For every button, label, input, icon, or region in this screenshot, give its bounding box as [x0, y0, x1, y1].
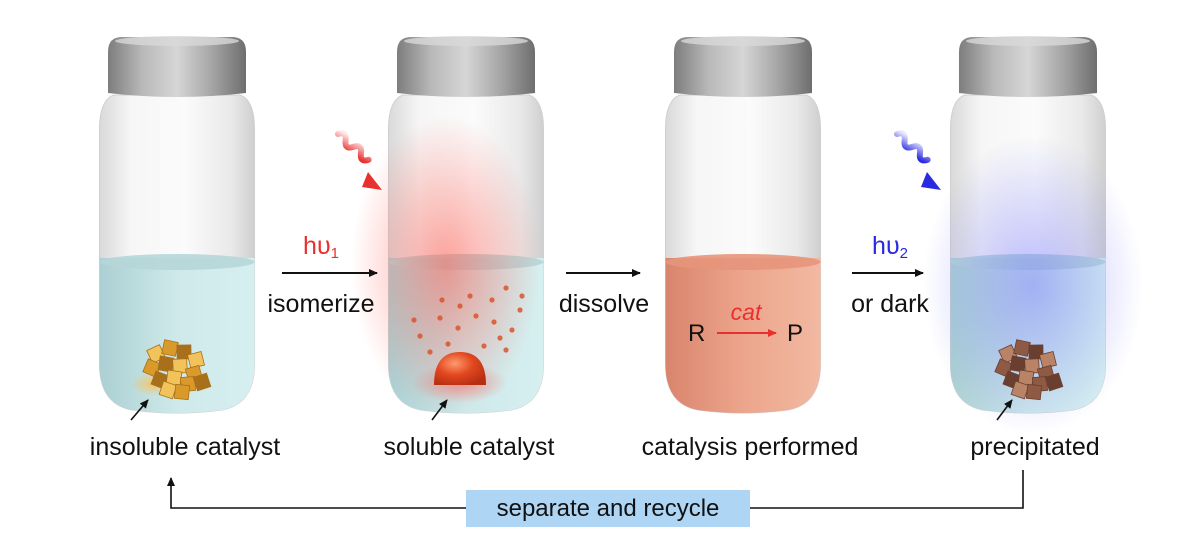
recycle-label: separate and recycle — [466, 490, 750, 527]
vial-cap-icon — [674, 36, 812, 97]
step-3-subscript: 2 — [899, 245, 908, 262]
step-1-subscript: 1 — [330, 245, 339, 262]
vial-2-caption: soluble catalyst — [383, 433, 555, 461]
recycle-loop-line — [750, 470, 1024, 509]
vials-layer — [99, 36, 1143, 435]
catalyst-crystal-icon — [411, 285, 525, 403]
wavy-light-arrow-icon — [335, 130, 382, 190]
wavy-light-arrow-icon — [894, 130, 941, 190]
step-1-light: hυ1 — [303, 232, 339, 262]
vial-icon — [351, 36, 544, 415]
step-3-symbol: hυ — [872, 232, 900, 260]
recycle-loop-line — [167, 477, 466, 509]
vial-icon — [665, 36, 821, 414]
vial-cap-icon — [959, 36, 1097, 97]
reaction-product: P — [787, 320, 804, 347]
step-1-symbol: hυ — [303, 232, 331, 260]
vial-icon — [923, 36, 1143, 435]
reaction-reactant: R — [688, 320, 706, 347]
vial-cap-icon — [397, 36, 535, 97]
vial-4-caption: precipitated — [970, 433, 1100, 461]
pointer-arrow-icon — [431, 399, 448, 421]
step-1-label: isomerize — [267, 290, 375, 318]
pointer-arrow-icon — [996, 399, 1013, 421]
catalyst-crystal-icon — [994, 339, 1064, 401]
step-3-label: or dark — [851, 290, 929, 318]
vial-1-caption: insoluble catalyst — [89, 433, 281, 461]
reaction-catalyst: cat — [730, 299, 762, 325]
step-2-label: dissolve — [558, 290, 650, 318]
pointer-arrow-icon — [130, 399, 149, 421]
vial-cap-icon — [108, 36, 246, 97]
step-3-light: hυ2 — [872, 232, 908, 262]
catalyst-crystal-icon — [142, 339, 212, 401]
vial-icon — [99, 36, 255, 414]
vial-3-caption: catalysis performed — [641, 433, 859, 461]
